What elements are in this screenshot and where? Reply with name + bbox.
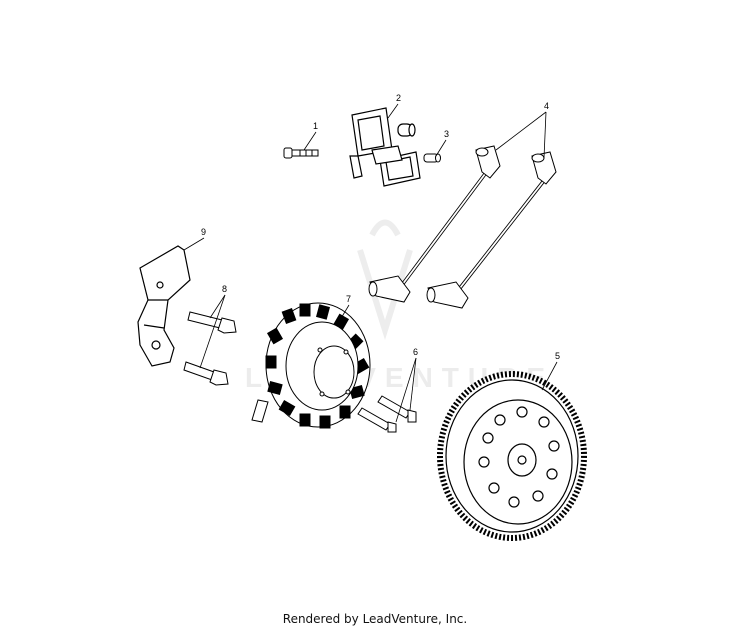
callout-4: 4 [544,101,549,111]
part-ignition-coil-2[interactable] [349,107,421,187]
callout-5: 5 [555,351,560,361]
callout-2: 2 [396,93,401,103]
part-bracket-9[interactable] [137,245,191,367]
part-bolt-1[interactable] [283,147,319,159]
leader-lines [183,103,558,423]
callout-1: 1 [313,121,318,131]
callout-6: 6 [413,347,418,357]
footer-credit: Rendered by LeadVenture, Inc. [282,612,468,626]
watermark-emblem [357,219,413,341]
part-bolts-8[interactable] [183,311,237,386]
callout-9: 9 [201,227,206,237]
part-stator-7[interactable] [251,302,371,429]
callout-8: 8 [222,284,227,294]
part-bolts-6[interactable] [357,395,417,433]
part-pin-3[interactable] [423,153,441,163]
part-flywheel-5[interactable] [437,371,587,541]
callout-3: 3 [444,129,449,139]
callout-7: 7 [346,294,351,304]
part-spark-plug-wires-4[interactable] [368,145,557,309]
